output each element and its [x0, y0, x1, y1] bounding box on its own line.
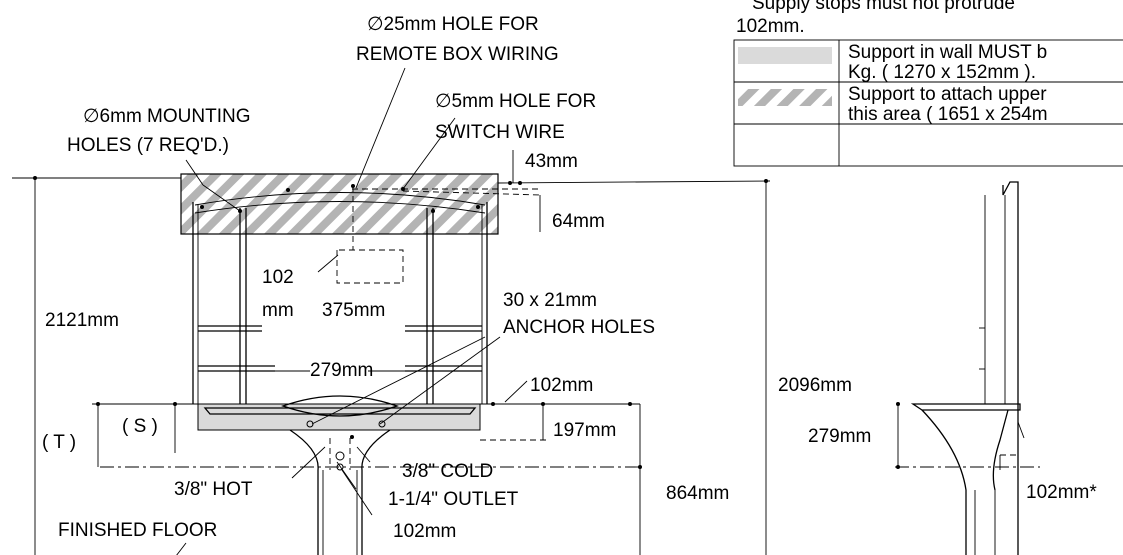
label-102-line1: 102 — [262, 267, 294, 288]
mounting-holes — [200, 184, 480, 213]
label-T: ( T ) — [42, 432, 76, 453]
label-279mm: 279mm — [310, 360, 373, 381]
label-279mm-side: 279mm — [808, 426, 871, 447]
supply-note-line1: Supply stops must not protrude — [752, 0, 1015, 14]
label-hole5-line2: SWITCH WIRE — [435, 122, 565, 143]
side-view — [895, 181, 1040, 555]
label-64mm: 64mm — [552, 211, 605, 232]
legend-hatched-line2: this area ( 1651 x 254m — [848, 104, 1048, 125]
leader-lines — [176, 67, 528, 555]
legend-hatched-line1: Support to attach upper — [848, 84, 1047, 105]
dimension-labels: ∅25mm HOLE FOR REMOTE BOX WIRING ∅5mm HO… — [42, 14, 1097, 542]
notes-block: Supply stops must not protrude 102mm. — [736, 0, 1015, 37]
legend-solid-line1: Support in wall MUST b — [848, 42, 1047, 63]
legend-table: Support in wall MUST b Kg. ( 1270 x 152m… — [733, 39, 1123, 167]
label-mount-line1: ∅6mm MOUNTING — [83, 106, 250, 127]
label-hot: 3/8" HOT — [174, 479, 253, 500]
label-anchor-line1: 30 x 21mm — [503, 290, 597, 311]
label-cold: 3/8" COLD — [402, 461, 493, 482]
legend-swatch-solid — [738, 47, 832, 64]
label-864mm: 864mm — [666, 483, 729, 504]
label-S: ( S ) — [122, 416, 158, 437]
label-mount-line2: HOLES (7 REQ'D.) — [67, 135, 229, 156]
label-197mm: 197mm — [553, 420, 616, 441]
label-102mm-star: 102mm* — [1026, 482, 1097, 503]
label-43mm: 43mm — [525, 151, 578, 172]
supply-note-line2: 102mm. — [736, 16, 805, 37]
label-hole5-line1: ∅5mm HOLE FOR — [435, 91, 596, 112]
label-outlet: 1-1/4" OUTLET — [388, 489, 519, 510]
label-anchor-line2: ANCHOR HOLES — [503, 317, 655, 338]
label-hole25-line2: REMOTE BOX WIRING — [356, 44, 559, 65]
front-view — [12, 67, 771, 555]
label-102mm-bottom: 102mm — [393, 521, 456, 542]
label-102-line2: mm — [262, 300, 294, 321]
label-2096mm: 2096mm — [778, 375, 852, 396]
legend-solid-line2: Kg. ( 1270 x 152mm ). — [848, 62, 1036, 83]
label-2121mm: 2121mm — [45, 310, 119, 331]
label-hole25-line1: ∅25mm HOLE FOR — [367, 14, 539, 35]
label-finished-floor: FINISHED FLOOR — [58, 520, 217, 541]
upper-support-area — [180, 173, 499, 235]
label-102mm-right: 102mm — [530, 375, 593, 396]
legend-swatch-hatched — [738, 89, 832, 106]
label-375mm: 375mm — [322, 300, 385, 321]
